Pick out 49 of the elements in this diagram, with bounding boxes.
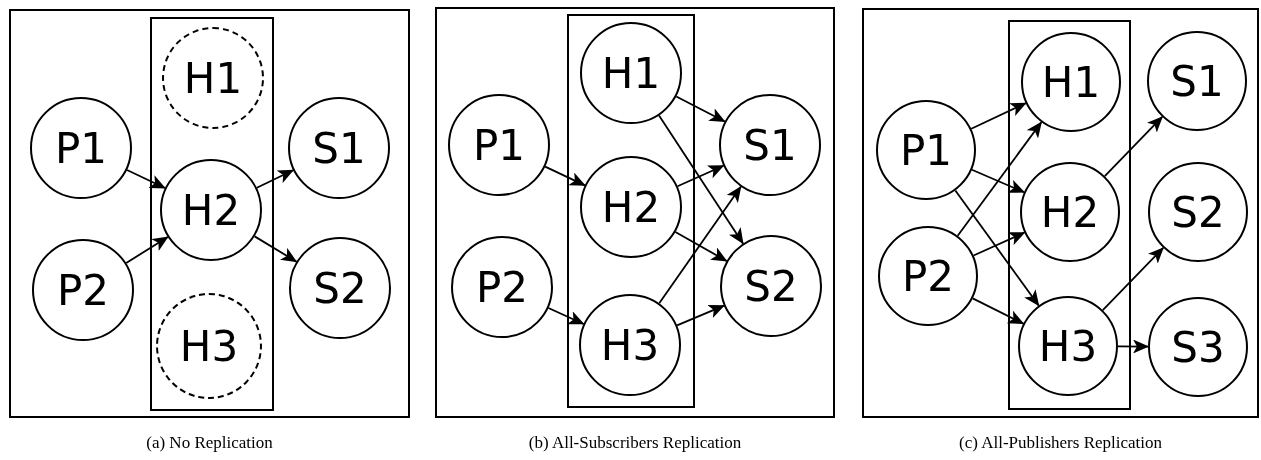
arrow <box>547 307 585 325</box>
panel-caption: (c) All-Publishers Replication <box>959 433 1162 453</box>
arrow <box>253 235 298 263</box>
node-circle: H1 <box>1021 32 1121 132</box>
arrow <box>1117 339 1149 354</box>
node-circle: S2 <box>1148 162 1248 262</box>
node-circle: H3 <box>1018 296 1118 396</box>
arrow <box>1101 247 1165 311</box>
arrow <box>544 165 586 187</box>
node-circle: P2 <box>878 226 978 326</box>
arrow <box>675 95 726 123</box>
arrow <box>971 297 1025 325</box>
node-circle: S2 <box>720 235 822 337</box>
node-circle: P1 <box>876 100 976 200</box>
arrow <box>674 231 728 262</box>
node-circle: S1 <box>719 94 821 196</box>
arrow <box>954 189 1040 307</box>
arrow <box>658 114 744 245</box>
arrow <box>956 121 1043 237</box>
arrow <box>126 169 166 189</box>
arrow <box>676 304 725 327</box>
arrow <box>970 102 1027 130</box>
node-circle: P1 <box>30 97 132 199</box>
group-box <box>567 14 695 408</box>
arrow <box>125 236 169 264</box>
node-circle: S1 <box>288 97 390 199</box>
node-circle: S3 <box>1148 297 1248 397</box>
node-circle: P1 <box>448 94 550 196</box>
dashed-node-circle: H1 <box>162 27 264 129</box>
node-circle: H2 <box>1020 162 1120 262</box>
arrow <box>1103 116 1164 177</box>
node-circle: H2 <box>580 156 682 258</box>
arrow <box>972 231 1026 257</box>
node-circle: H2 <box>160 159 262 261</box>
node-circle: S2 <box>289 237 391 339</box>
node-circle: S1 <box>1147 31 1247 131</box>
panel-caption: (a) No Replication <box>146 433 273 453</box>
node-circle: H3 <box>579 294 681 396</box>
arrow <box>971 168 1025 194</box>
dashed-node-circle: H3 <box>156 293 262 399</box>
arrow <box>256 169 294 189</box>
group-box <box>150 17 274 411</box>
arrow <box>676 164 725 188</box>
panel-caption: (b) All-Subscribers Replication <box>528 433 742 453</box>
group-box <box>1008 20 1131 410</box>
node-circle: P2 <box>32 239 134 341</box>
node-circle: H1 <box>580 22 682 124</box>
node-circle: P2 <box>451 236 553 338</box>
arrow <box>658 185 742 305</box>
